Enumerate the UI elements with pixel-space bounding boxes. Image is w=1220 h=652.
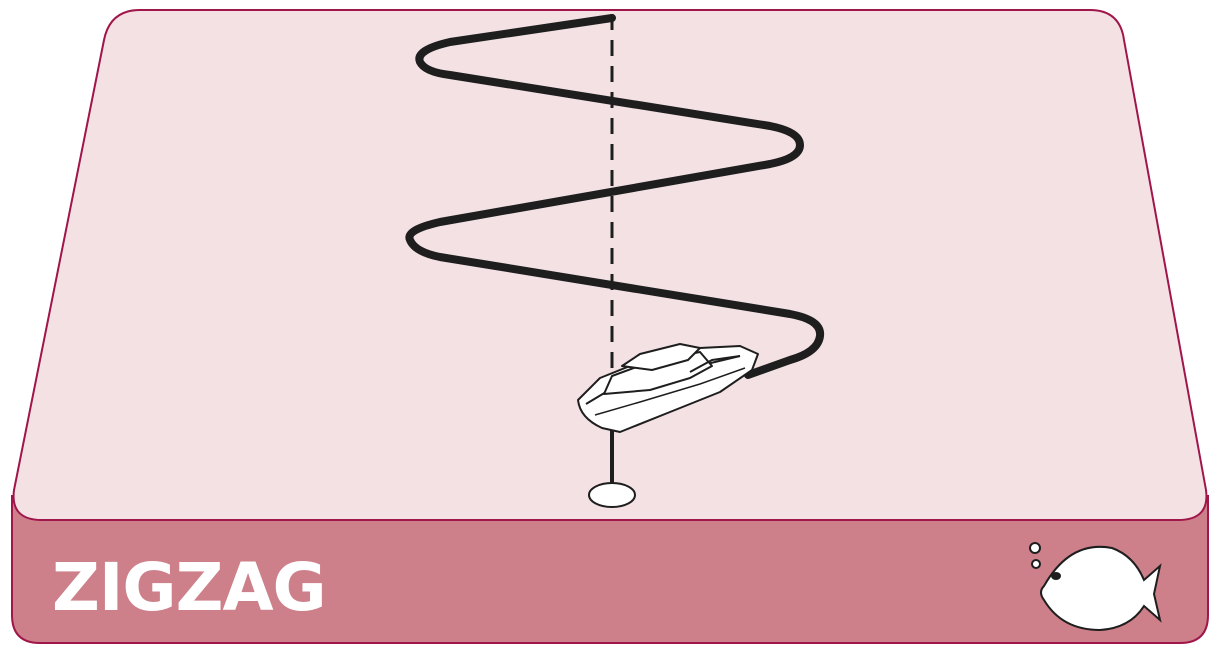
bubble xyxy=(1031,559,1041,569)
slab-side xyxy=(11,495,1209,644)
pattern-title: ZIGZAG xyxy=(52,549,327,626)
bubble xyxy=(1029,542,1041,554)
water-surface xyxy=(12,9,1208,521)
boat-icon xyxy=(577,343,759,433)
fish-icon xyxy=(1029,542,1162,632)
waypoint-icon xyxy=(588,482,636,508)
zigzag-track xyxy=(405,14,825,379)
